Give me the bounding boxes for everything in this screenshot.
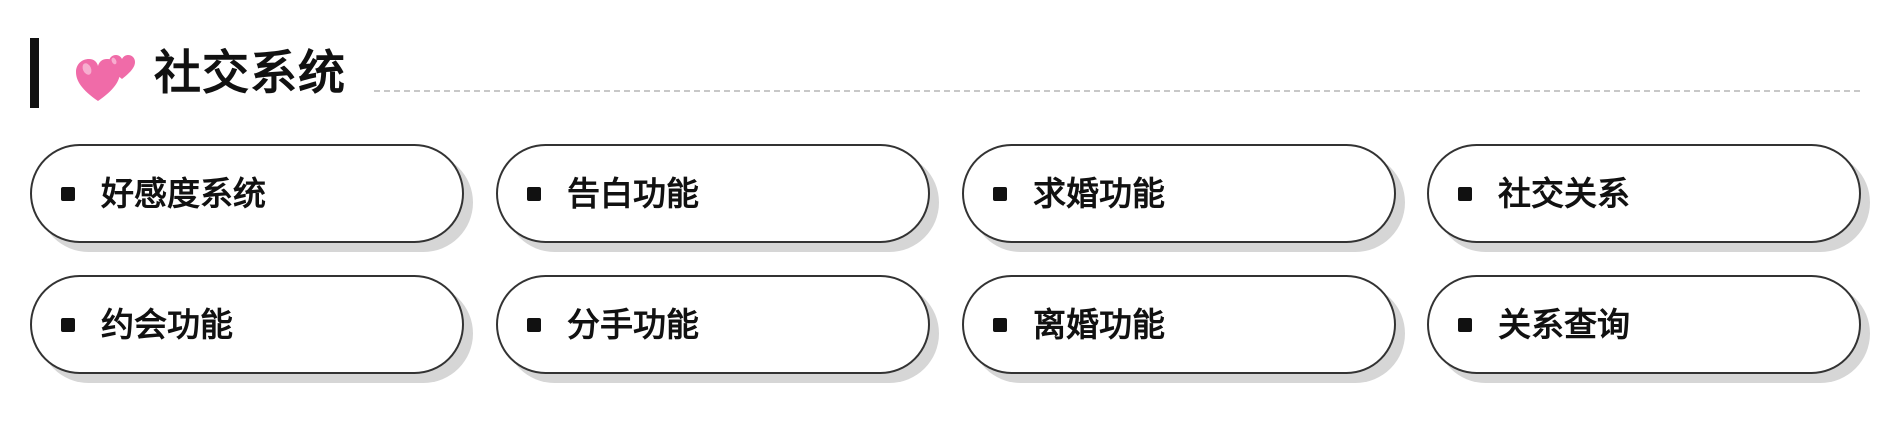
header-accent-bar <box>30 38 39 108</box>
section-header: 社交系统 <box>30 38 1860 110</box>
header-divider <box>374 90 1860 92</box>
feature-label: 社交关系 <box>1498 174 1630 213</box>
feature-label: 约会功能 <box>101 305 233 344</box>
section-title: 社交系统 <box>154 46 346 101</box>
two-hearts-icon <box>76 55 135 101</box>
bullet-icon <box>993 318 1007 332</box>
feature-button-confession[interactable]: 告白功能 <box>496 144 930 243</box>
feature-label: 好感度系统 <box>101 174 266 213</box>
feature-button-relationship-query[interactable]: 关系查询 <box>1427 275 1861 374</box>
feature-button-proposal[interactable]: 求婚功能 <box>962 144 1396 243</box>
bullet-icon <box>1458 187 1472 201</box>
feature-label: 分手功能 <box>567 305 699 344</box>
bullet-icon <box>61 187 75 201</box>
bullet-icon <box>993 187 1007 201</box>
bullet-icon <box>527 318 541 332</box>
feature-label: 告白功能 <box>567 174 699 213</box>
feature-label: 关系查询 <box>1498 305 1630 344</box>
feature-grid: 好感度系统 告白功能 求婚功能 社交关系 约会功能 分手功能 离婚功能 关系查询 <box>30 144 1861 384</box>
feature-label: 求婚功能 <box>1033 174 1165 213</box>
bullet-icon <box>527 187 541 201</box>
feature-button-divorce[interactable]: 离婚功能 <box>962 275 1396 374</box>
feature-button-affinity[interactable]: 好感度系统 <box>30 144 464 243</box>
feature-button-relationships[interactable]: 社交关系 <box>1427 144 1861 243</box>
feature-button-dating[interactable]: 约会功能 <box>30 275 464 374</box>
feature-button-breakup[interactable]: 分手功能 <box>496 275 930 374</box>
feature-label: 离婚功能 <box>1033 305 1165 344</box>
bullet-icon <box>61 318 75 332</box>
bullet-icon <box>1458 318 1472 332</box>
